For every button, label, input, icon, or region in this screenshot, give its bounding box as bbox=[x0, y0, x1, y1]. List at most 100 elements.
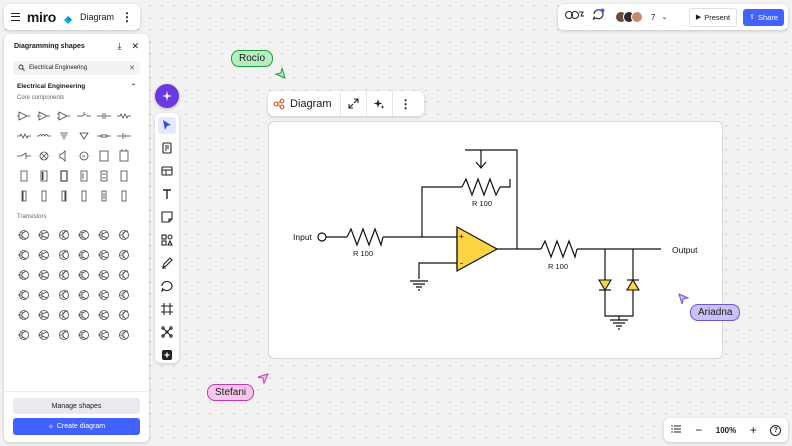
comment-tool[interactable] bbox=[158, 277, 176, 294]
shape-tile-block-l[interactable] bbox=[114, 186, 134, 206]
shape-tile-block-g[interactable] bbox=[14, 186, 34, 206]
more-options-button[interactable]: ⋮ bbox=[393, 91, 419, 116]
shape-tile-transistor[interactable] bbox=[114, 245, 134, 265]
shape-tile-block-d[interactable] bbox=[74, 166, 94, 186]
search-input[interactable]: Electrical Engineering bbox=[29, 65, 88, 71]
shape-tile-block-b[interactable] bbox=[34, 166, 54, 186]
collaborator-count[interactable]: 7 bbox=[651, 12, 656, 22]
section-electrical-engineering[interactable]: Electrical Engineering ⌃ bbox=[4, 77, 149, 92]
board-more-icon[interactable]: ⋮ bbox=[121, 10, 133, 24]
chevron-down-icon[interactable]: ⌄ bbox=[661, 14, 668, 21]
shape-tile-transistor[interactable] bbox=[54, 305, 74, 325]
shape-tile-inductor[interactable] bbox=[34, 126, 54, 146]
resistor-feedback[interactable] bbox=[461, 177, 501, 197]
shape-tile-transistor[interactable] bbox=[54, 285, 74, 305]
shape-tile-transistor[interactable] bbox=[34, 285, 54, 305]
more-tools-button[interactable] bbox=[158, 346, 176, 363]
resistor-r1[interactable] bbox=[346, 227, 384, 248]
shape-tile-transistor[interactable] bbox=[14, 305, 34, 325]
shape-tile-transistor[interactable] bbox=[74, 265, 94, 285]
shape-tile-fuse[interactable] bbox=[94, 126, 114, 146]
mindmap-tool[interactable] bbox=[158, 323, 176, 340]
zoom-level[interactable]: 100% bbox=[715, 425, 737, 435]
shape-tile-transistor[interactable] bbox=[34, 225, 54, 245]
shape-tile-transistor[interactable] bbox=[114, 325, 134, 345]
shape-tile-amplifier[interactable]: + bbox=[34, 106, 54, 126]
resistor-r3[interactable] bbox=[540, 239, 578, 260]
select-tool[interactable] bbox=[158, 117, 176, 134]
shape-tile-transistor[interactable] bbox=[74, 245, 94, 265]
shape-tile-transistor[interactable] bbox=[74, 325, 94, 345]
shape-tile-transistor[interactable] bbox=[74, 285, 94, 305]
shape-tile-transistor[interactable] bbox=[114, 305, 134, 325]
ai-assist-button[interactable] bbox=[155, 84, 179, 108]
shape-tile-diode[interactable] bbox=[14, 146, 34, 166]
shape-tile-opamp[interactable] bbox=[54, 106, 74, 126]
shape-tile-transistor[interactable] bbox=[114, 265, 134, 285]
create-diagram-button[interactable]: ✧ Create diagram bbox=[13, 418, 140, 435]
shape-tile-box[interactable] bbox=[114, 146, 134, 166]
shape-tile-capacitor[interactable] bbox=[94, 106, 114, 126]
diagram-label[interactable]: Diagram bbox=[273, 91, 341, 116]
shape-tile-lamp[interactable] bbox=[34, 146, 54, 166]
collaborator-avatars[interactable] bbox=[615, 11, 643, 23]
frame-tool[interactable] bbox=[158, 300, 176, 317]
help-icon[interactable]: ? bbox=[770, 424, 782, 436]
shape-tile-block-e[interactable] bbox=[94, 166, 114, 186]
chat-icon[interactable] bbox=[592, 8, 605, 26]
shape-tile-transistor[interactable] bbox=[94, 325, 114, 345]
shape-tile-transistor[interactable] bbox=[54, 265, 74, 285]
zoom-in-button[interactable]: + bbox=[749, 423, 757, 437]
shape-tile-transistor[interactable] bbox=[14, 265, 34, 285]
shape-tile-cell[interactable] bbox=[114, 126, 134, 146]
shape-tile-transistor[interactable] bbox=[14, 285, 34, 305]
reactions-icon[interactable] bbox=[564, 8, 586, 26]
ai-edit-button[interactable] bbox=[367, 91, 393, 116]
clear-search-icon[interactable]: ✕ bbox=[129, 65, 135, 72]
diode-2[interactable] bbox=[626, 278, 640, 291]
shape-tile-transistor[interactable] bbox=[34, 325, 54, 345]
text-tool[interactable] bbox=[158, 186, 176, 203]
shape-tile-block-k[interactable] bbox=[94, 186, 114, 206]
shape-search-field[interactable]: Electrical Engineering ✕ bbox=[13, 61, 140, 75]
close-icon[interactable]: ✕ bbox=[131, 41, 139, 51]
shape-tile-transistor[interactable] bbox=[54, 225, 74, 245]
zoom-out-button[interactable]: − bbox=[695, 423, 703, 437]
shape-tile-resistor[interactable] bbox=[114, 106, 134, 126]
shape-tile-transistor[interactable] bbox=[114, 225, 134, 245]
menu-icon[interactable] bbox=[11, 13, 20, 21]
shape-tile-transistor[interactable] bbox=[94, 265, 114, 285]
shape-tile-relay[interactable] bbox=[94, 146, 114, 166]
shape-tile-buffer[interactable] bbox=[14, 106, 34, 126]
table-tool[interactable] bbox=[158, 163, 176, 180]
shape-tile-transistor[interactable] bbox=[94, 225, 114, 245]
shape-tile-block-j[interactable] bbox=[74, 186, 94, 206]
shape-tile-transistor[interactable] bbox=[54, 325, 74, 345]
chevron-up-icon[interactable]: ⌃ bbox=[130, 84, 136, 90]
shape-tile-transistor[interactable] bbox=[14, 325, 34, 345]
shape-tile-transistor[interactable] bbox=[34, 245, 54, 265]
shape-tile-transistor[interactable] bbox=[14, 245, 34, 265]
input-terminal[interactable] bbox=[317, 232, 327, 242]
shape-tile-transistor[interactable] bbox=[54, 245, 74, 265]
diode-1[interactable] bbox=[598, 279, 612, 292]
shape-tile-transistor[interactable] bbox=[94, 245, 114, 265]
pen-tool[interactable] bbox=[158, 254, 176, 271]
diagram-frame[interactable]: + - Input R 100 R 100 R 100 Output bbox=[268, 121, 723, 359]
shape-tile-resistor-2[interactable] bbox=[14, 126, 34, 146]
shape-tile-block-i[interactable] bbox=[54, 186, 74, 206]
shape-tile-transistor[interactable] bbox=[74, 225, 94, 245]
shape-tile-transistor[interactable] bbox=[74, 305, 94, 325]
shape-tile-block-h[interactable] bbox=[34, 186, 54, 206]
shape-tile-block-c[interactable] bbox=[54, 166, 74, 186]
shape-tile-switch[interactable] bbox=[74, 106, 94, 126]
shape-tile-triangle[interactable] bbox=[74, 126, 94, 146]
avatar[interactable] bbox=[631, 11, 643, 23]
shape-tile-transistor[interactable] bbox=[34, 305, 54, 325]
miro-logo[interactable]: miro bbox=[26, 9, 56, 25]
list-icon[interactable] bbox=[671, 424, 682, 436]
shape-tile-block-f[interactable] bbox=[114, 166, 134, 186]
shape-tile-antenna[interactable] bbox=[54, 126, 74, 146]
manage-shapes-button[interactable]: Manage shapes bbox=[13, 398, 140, 414]
shape-tile-transistor[interactable] bbox=[34, 265, 54, 285]
